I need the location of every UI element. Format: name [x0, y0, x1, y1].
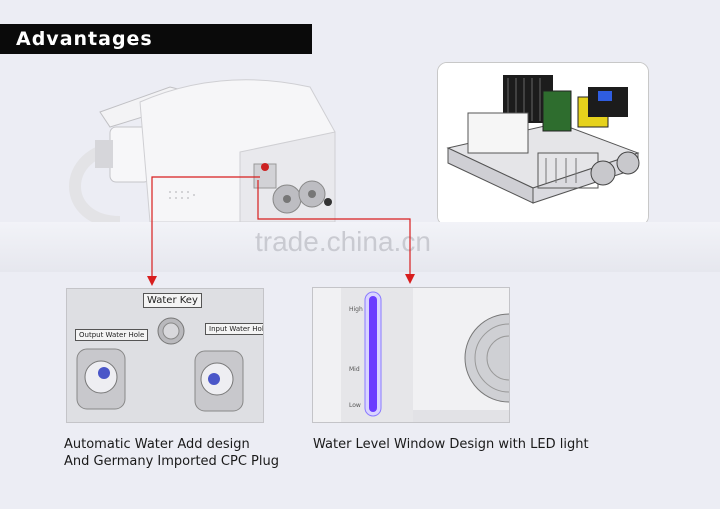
water-plug-photo: Water Key Output Water Hole Input Water …: [66, 288, 264, 423]
machine-illustration: [60, 72, 360, 232]
scale-label-high: High: [349, 306, 363, 313]
internal-components-photo: [437, 62, 649, 226]
water-key-label: Water Key: [143, 293, 202, 308]
caption-left: Automatic Water Add design And Germany I…: [64, 436, 304, 470]
caption-right: Water Level Window Design with LED light: [313, 437, 589, 452]
water-level-window-photo: High Mid Low: [312, 287, 510, 423]
scale-label-low: Low: [349, 402, 361, 409]
caption-left-line2: And Germany Imported CPC Plug: [64, 454, 279, 469]
section-header: Advantages: [0, 24, 312, 54]
scale-label-mid: Mid: [349, 366, 360, 373]
section-title: Advantages: [16, 28, 153, 50]
input-water-hole-label: Input Water Hole: [205, 323, 263, 335]
watermark: trade.china.cn: [255, 226, 431, 257]
caption-left-line1: Automatic Water Add design: [64, 437, 250, 452]
output-water-hole-label: Output Water Hole: [75, 329, 149, 341]
